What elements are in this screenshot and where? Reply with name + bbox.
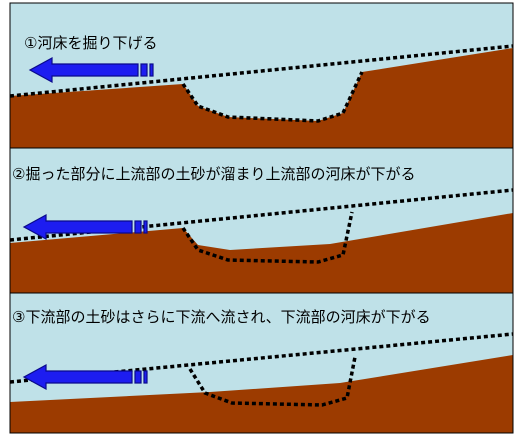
panel-3-caption: ③下流部の土砂はさらに下流へ流され、下流部の河床が下がる: [12, 308, 431, 326]
panel-2-excavation-outline: [181, 211, 354, 264]
panel-2: ②掘った部分に上流部の土砂が溜まり上流部の河床が下がる: [9, 147, 514, 294]
panel-3: ③下流部の土砂はさらに下流へ流され、下流部の河床が下がる: [9, 292, 514, 434]
panel-3-riverbed: [10, 355, 513, 433]
panel-3-excavation-outline: [188, 356, 357, 407]
panel-1-excavation-outline: [181, 71, 364, 123]
flow-direction-arrow-icon: [22, 213, 148, 241]
panel-3-border: [9, 292, 514, 434]
panel-1: ①河床を掘り下げる: [9, 2, 514, 149]
panel-1-original-bed-line: [9, 44, 514, 98]
panel-1-caption: ①河床を掘り下げる: [24, 34, 157, 52]
panel-2-caption: ②掘った部分に上流部の土砂が溜まり上流部の河床が下がる: [12, 165, 415, 183]
panel-1-riverbed: [10, 48, 513, 148]
flow-direction-arrow-icon: [28, 56, 154, 84]
flow-direction-arrow-icon: [22, 363, 148, 391]
